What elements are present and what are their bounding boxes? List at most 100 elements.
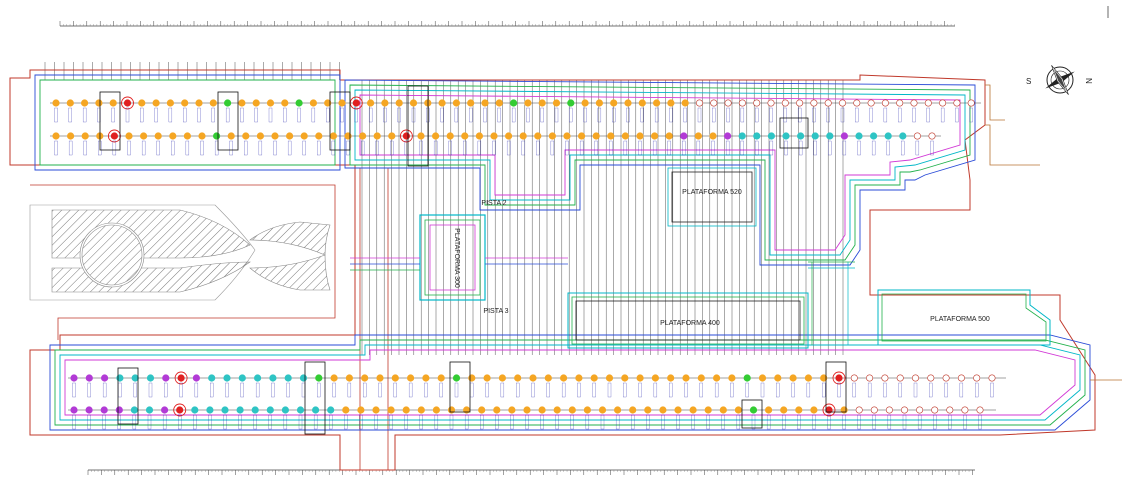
stand-node xyxy=(70,406,78,414)
stand-node xyxy=(315,374,323,382)
roundabout-area xyxy=(29,204,331,301)
stand-node-empty xyxy=(724,99,732,107)
stand-node xyxy=(373,132,381,140)
stand-tag xyxy=(913,382,918,398)
stand-tag xyxy=(915,140,920,156)
stand-node xyxy=(795,406,803,414)
top-stand-row-1 xyxy=(50,96,981,123)
stand-node xyxy=(116,374,124,382)
stand-node xyxy=(651,132,659,140)
stand-tag xyxy=(812,414,816,430)
stand-node xyxy=(743,374,751,382)
stand-node xyxy=(254,374,262,382)
stand-node xyxy=(315,132,323,140)
stand-tag xyxy=(463,140,467,156)
stand-tag xyxy=(497,107,501,123)
stand-node-empty xyxy=(810,99,818,107)
stand-tag xyxy=(813,140,817,156)
stand-tag xyxy=(712,107,716,123)
stand-node xyxy=(621,374,629,382)
stand-node xyxy=(391,374,399,382)
stand-tag xyxy=(283,107,287,123)
stand-tag xyxy=(898,107,902,123)
stand-tag xyxy=(646,414,650,430)
stand-node xyxy=(345,374,353,382)
stand-tag xyxy=(638,382,642,398)
stand-node xyxy=(387,406,395,414)
stand-box xyxy=(304,361,326,435)
stand-node xyxy=(724,132,732,140)
stand-tag xyxy=(776,382,780,398)
stand-tag xyxy=(640,107,644,123)
stand-node xyxy=(575,374,583,382)
site-boundary-outline xyxy=(9,69,1096,471)
stand-node xyxy=(95,99,103,107)
stand-node xyxy=(581,99,589,107)
stand-tag xyxy=(140,107,144,123)
stand-node-empty xyxy=(796,99,804,107)
stand-node xyxy=(514,374,522,382)
stand-tag xyxy=(631,414,635,430)
stand-node-marker xyxy=(825,406,833,414)
stand-node xyxy=(629,406,637,414)
stand-node xyxy=(81,132,89,140)
stand-node xyxy=(713,374,721,382)
stand-node xyxy=(610,99,618,107)
top-stand-row-2 xyxy=(50,129,941,156)
stand-node xyxy=(840,132,849,140)
stand-tag xyxy=(706,414,710,430)
stand-tag xyxy=(449,414,454,430)
stand-tag xyxy=(963,414,967,430)
stand-tag xyxy=(271,382,275,398)
stand-node xyxy=(81,99,89,107)
stand-node xyxy=(359,132,367,140)
stand-box xyxy=(99,91,121,151)
stand-tag xyxy=(736,414,741,430)
stand-tag xyxy=(669,382,673,398)
stand-tag xyxy=(561,382,566,398)
stand-tag xyxy=(200,140,204,156)
stand-node xyxy=(281,99,289,107)
stand-node-marker xyxy=(110,132,118,140)
stand-node xyxy=(296,406,305,414)
stand-node xyxy=(344,132,352,140)
stand-tag xyxy=(569,107,573,123)
stand-node xyxy=(309,99,317,107)
stand-tag xyxy=(912,107,916,123)
stand-node xyxy=(140,132,148,140)
stand-tag xyxy=(419,140,423,156)
stand-tag xyxy=(682,140,686,156)
stand-node xyxy=(810,406,818,414)
stand-node xyxy=(437,374,445,382)
stand-tag xyxy=(887,414,892,430)
stand-tag xyxy=(797,414,801,430)
stand-tag xyxy=(751,414,756,430)
stand-tag xyxy=(506,140,511,156)
stand-tag xyxy=(615,414,620,430)
stand-tag xyxy=(183,107,187,123)
stand-node-empty xyxy=(824,99,832,107)
stand-tag xyxy=(87,414,91,430)
stand-tag xyxy=(959,382,964,398)
stand-tag xyxy=(872,414,876,430)
stand-tag xyxy=(669,107,673,123)
stand-node-empty xyxy=(870,406,878,414)
stand-node xyxy=(327,406,335,414)
stand-node xyxy=(342,406,350,414)
stand-node-empty xyxy=(976,406,984,414)
stand-node-empty xyxy=(738,99,746,107)
stand-tag xyxy=(955,107,959,123)
stand-tag xyxy=(340,107,344,123)
stand-tag xyxy=(929,382,933,398)
stand-node xyxy=(490,132,498,140)
stand-node-empty xyxy=(911,374,919,382)
stand-node xyxy=(653,99,661,107)
stand-tag xyxy=(223,414,227,430)
stand-tag xyxy=(653,382,658,398)
stand-tag xyxy=(397,107,401,123)
stand-node xyxy=(269,374,277,382)
stand-tag xyxy=(433,140,438,156)
stand-node xyxy=(461,132,469,140)
stand-tag xyxy=(769,140,774,156)
stand-node xyxy=(870,132,878,140)
